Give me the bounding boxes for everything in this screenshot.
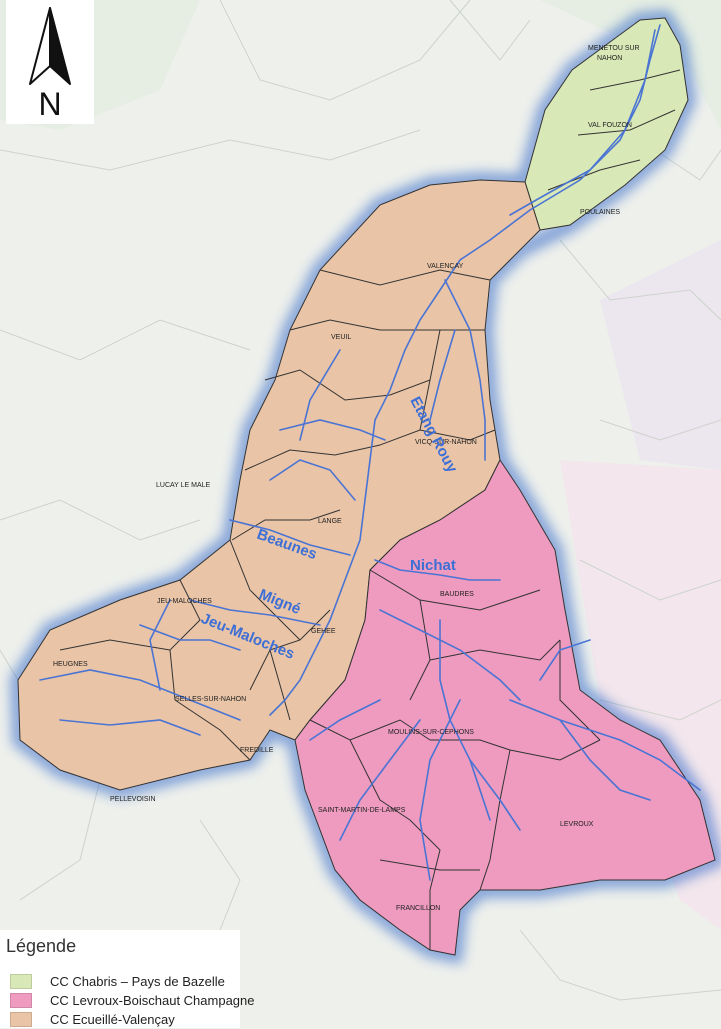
legend-swatch-ecueille	[10, 1012, 32, 1027]
legend-swatch-chabris	[10, 974, 32, 989]
legend-swatch-levroux	[10, 993, 32, 1008]
label-menetou: MENETOU SUR	[588, 45, 640, 52]
legend-item: CC Ecueillé-Valençay	[10, 1010, 255, 1029]
label-lange: LANGE	[318, 518, 342, 525]
label-selles: SELLES-SUR-NAHON	[175, 696, 246, 703]
label-lucay: LUCAY LE MALE	[156, 482, 211, 489]
north-arrow-icon	[29, 7, 71, 85]
label-gehee: GEHEE	[311, 628, 336, 635]
zone-ecueille	[17, 179, 541, 791]
label-francillon: FRANCILLON	[396, 905, 440, 912]
label-heugnes: HEUGNES	[53, 661, 88, 668]
legend-label: CC Chabris – Pays de Bazelle	[50, 974, 225, 989]
label-levroux: LEVROUX	[560, 821, 594, 828]
commune-borders	[59, 69, 681, 950]
legend-label: CC Levroux-Boischaut Champagne	[50, 993, 255, 1008]
label-moulins: MOULINS-SUR-CEPHONS	[388, 729, 474, 736]
river-network	[39, 24, 701, 881]
legend-label: CC Ecueillé-Valençay	[50, 1012, 175, 1027]
label-pellevoisin: PELLEVOISIN	[110, 796, 156, 803]
label-nichat: Nichat	[410, 557, 456, 574]
label-vicq: VICQ-SUR-NAHON	[415, 439, 477, 446]
label-jeu-maloches: JEU-MALOCHES	[157, 598, 212, 605]
commune-labels: MENETOU SUR NAHON VAL FOUZON POULAINES V…	[53, 45, 640, 912]
label-menetou-2: NAHON	[597, 55, 622, 62]
label-saint-martin: SAINT-MARTIN-DE-LAMPS	[318, 807, 406, 814]
legend-items: CC Chabris – Pays de Bazelle CC Levroux-…	[10, 972, 255, 1029]
label-fredille: FREDILLE	[240, 747, 274, 754]
north-label: N	[38, 86, 62, 122]
label-valencay: VALENÇAY	[427, 263, 464, 270]
north-arrow: N	[6, 0, 94, 124]
label-veuil: VEUIL	[331, 334, 351, 341]
legend-title: Légende	[6, 936, 77, 956]
label-baudres: BAUDRES	[440, 591, 474, 598]
label-poulaines: POULAINES	[580, 209, 620, 216]
label-val-fouzon: VAL FOUZON	[588, 122, 632, 129]
legend: Légende CC Chabris – Pays de Bazelle CC …	[0, 930, 255, 1028]
legend-item: CC Chabris – Pays de Bazelle	[10, 972, 255, 991]
zone-levroux	[294, 459, 716, 956]
legend-item: CC Levroux-Boischaut Champagne	[10, 991, 255, 1010]
